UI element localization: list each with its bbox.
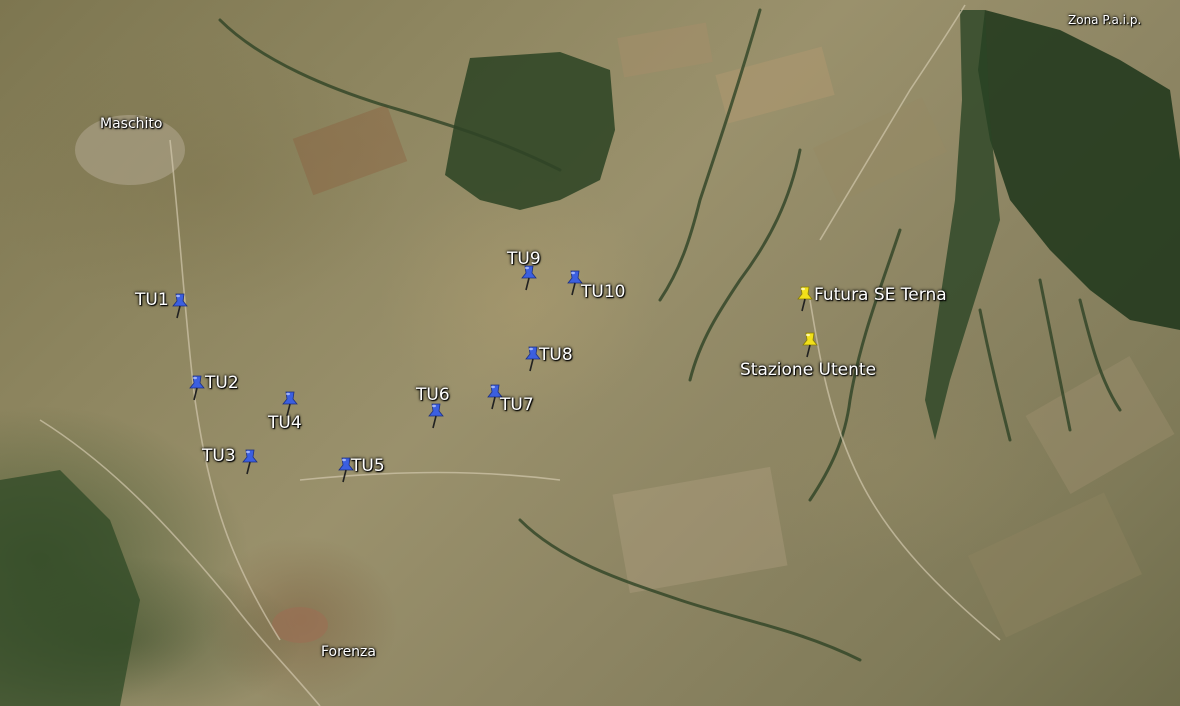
forest-patch-southwest [0, 470, 140, 706]
pushpin-icon-tu5[interactable] [336, 456, 356, 484]
ravine [658, 8, 762, 302]
pushpin-icon-tu3[interactable] [240, 448, 260, 476]
marker-label-tu1: TU1 [135, 290, 169, 310]
road [299, 471, 561, 481]
pushpin-icon-tu2[interactable] [187, 374, 207, 402]
marker-label-futura-se-terna: Futura SE Terna [814, 285, 947, 305]
pushpin-icon-tu8[interactable] [523, 345, 543, 373]
ravine [1078, 298, 1122, 412]
road [819, 4, 966, 241]
pushpin-icon-tu1[interactable] [170, 292, 190, 320]
ravine [218, 18, 562, 172]
road [809, 299, 1001, 641]
forest-strip-east [925, 10, 1000, 440]
marker-label-tu9: TU9 [507, 249, 541, 269]
road [39, 419, 321, 706]
town-label-maschito: Maschito [100, 116, 163, 132]
town-area-maschito [75, 115, 185, 185]
pushpin-icon-futura-se-terna[interactable] [795, 285, 815, 313]
field-patch [612, 466, 788, 594]
pushpin-icon-tu10[interactable] [565, 269, 585, 297]
ravine [808, 228, 902, 502]
marker-label-tu4: TU4 [268, 413, 302, 433]
field-patch [617, 22, 713, 78]
pushpin-icon-stazione-utente[interactable] [800, 331, 820, 359]
pushpin-icon-tu6[interactable] [426, 402, 446, 430]
marker-label-stazione-utente: Stazione Utente [740, 360, 877, 380]
ravine [1038, 278, 1072, 432]
road [169, 139, 281, 641]
field-patch [1025, 356, 1175, 494]
forest-patch-north [445, 52, 615, 210]
marker-label-tu2: TU2 [205, 373, 239, 393]
field-patch [812, 97, 948, 203]
marker-label-tu6: TU6 [416, 385, 450, 405]
marker-label-tu5: TU5 [351, 456, 385, 476]
marker-label-tu3: TU3 [202, 446, 236, 466]
marker-label-tu7: TU7 [500, 395, 534, 415]
field-patch [968, 492, 1142, 638]
pushpin-icon-tu4[interactable] [280, 390, 300, 418]
marker-label-tu10: TU10 [581, 282, 626, 302]
ravine [978, 308, 1012, 442]
field-patch [292, 104, 408, 196]
marker-label-tu8: TU8 [539, 345, 573, 365]
zone-paip-label: Zona P.a.i.p. [1068, 13, 1142, 27]
forest-patch-east [978, 10, 1180, 330]
pushpin-icon-tu9[interactable] [519, 264, 539, 292]
field-patch [715, 46, 835, 124]
ravine [518, 518, 862, 662]
pushpin-icon-tu7[interactable] [485, 383, 505, 411]
town-area-forenza [272, 607, 328, 643]
town-label-forenza: Forenza [321, 644, 376, 660]
ravine [688, 148, 802, 382]
